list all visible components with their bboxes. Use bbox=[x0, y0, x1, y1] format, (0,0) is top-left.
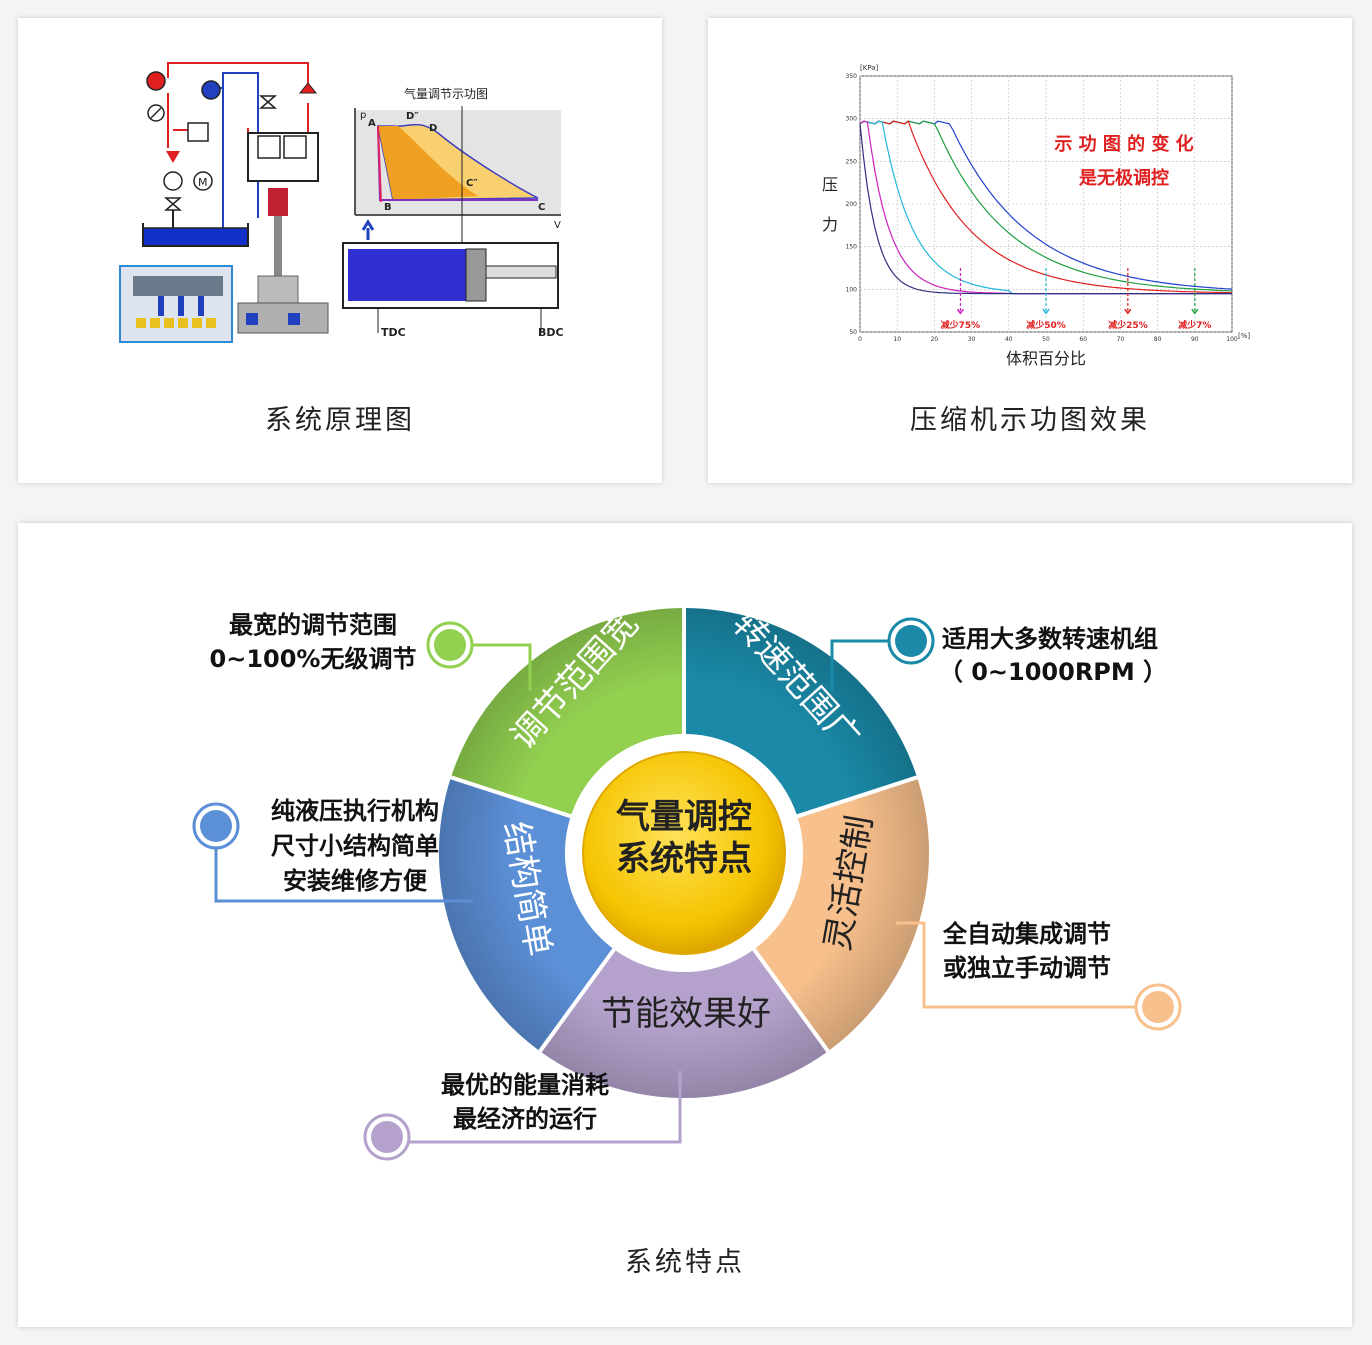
x-tick-label: 0 bbox=[858, 336, 862, 343]
callout-flexible-1: 全自动集成调节 bbox=[942, 920, 1111, 948]
motor-icon bbox=[193, 171, 213, 191]
svg-text:C″: C″ bbox=[466, 178, 478, 189]
reduction-label: 减少25% bbox=[1108, 319, 1148, 331]
schematic-card: M 气量调节示功图 bbox=[18, 18, 662, 483]
reduction-label: 减少75% bbox=[941, 319, 981, 331]
y-tick-label: 300 bbox=[846, 116, 858, 123]
callout-structure-1: 纯液压执行机构 bbox=[271, 797, 439, 825]
actuator-piston bbox=[268, 188, 288, 216]
x-tick-label: 40 bbox=[1005, 336, 1013, 343]
dot-energy bbox=[363, 1113, 411, 1161]
indicator-curve bbox=[859, 120, 1233, 292]
svg-text:D: D bbox=[429, 123, 437, 134]
pressure-regulator bbox=[187, 122, 209, 142]
y-tick-label: 250 bbox=[846, 158, 858, 165]
check-valve-icon bbox=[166, 151, 180, 163]
callout-energy-2: 最经济的运行 bbox=[453, 1105, 597, 1133]
actuator-rod bbox=[274, 216, 282, 276]
reduction-label: 减少7% bbox=[1178, 319, 1211, 331]
gauge-icon bbox=[146, 71, 166, 91]
x-unit: [%] bbox=[1238, 332, 1250, 340]
x-tick-label: 10 bbox=[893, 336, 901, 343]
connector-range bbox=[473, 643, 532, 691]
dot-structure bbox=[192, 802, 240, 850]
schematic-caption: 系统原理图 bbox=[265, 405, 415, 436]
callout-structure-3: 安装维修方便 bbox=[283, 867, 428, 895]
connector-speed bbox=[830, 639, 890, 691]
indicator-ticks: 0 10 20 30 40 50 60 70 80 90 100 350 300 250 200 150 100… bbox=[846, 73, 1238, 343]
pump-icon bbox=[163, 171, 183, 191]
center-disk bbox=[582, 751, 786, 955]
pv-title: 气量调节示功图 bbox=[404, 86, 488, 101]
x-tick-label: 50 bbox=[1042, 336, 1050, 343]
x-tick-label: 70 bbox=[1117, 336, 1125, 343]
x-tick-label: 30 bbox=[968, 336, 976, 343]
center-title-1: 气量调控 bbox=[615, 797, 752, 837]
features-wheel: 气量调控 系统特点 调节范围宽 转速范围广 灵活控制 节能效果好 结构简单 最宽… bbox=[192, 604, 1182, 1161]
dot-flexible bbox=[1134, 983, 1182, 1031]
reduction-label: 减少50% bbox=[1026, 319, 1066, 331]
y-tick-label: 50 bbox=[849, 329, 857, 336]
y-axis-label-top: 压 bbox=[822, 175, 838, 194]
y-unit: [KPa] bbox=[860, 64, 879, 72]
valve-icon bbox=[258, 95, 278, 109]
x-axis-label: 体积百分比 bbox=[1006, 349, 1086, 368]
features-card: 气量调控 系统特点 调节范围宽 转速范围广 灵活控制 节能效果好 结构简单 最宽… bbox=[18, 523, 1352, 1327]
indicator-chart: 0 10 20 30 40 50 60 70 80 90 100 350 300 250 200 150 100… bbox=[822, 64, 1250, 368]
x-tick-label: 80 bbox=[1154, 336, 1162, 343]
dot-range bbox=[426, 621, 474, 669]
svg-text:p: p bbox=[360, 110, 366, 121]
bdc-label: BDC bbox=[538, 326, 564, 339]
callout-speed-2: （ 0~1000RPM ） bbox=[939, 658, 1167, 686]
callout-range-1: 最宽的调节范围 bbox=[229, 611, 397, 639]
indicator-caption: 压缩机示功图效果 bbox=[910, 405, 1150, 436]
x-tick-label: 20 bbox=[931, 336, 939, 343]
y-tick-label: 200 bbox=[846, 201, 858, 208]
schematic-figure: M 气量调节示功图 bbox=[119, 62, 564, 343]
valve-icon bbox=[163, 197, 183, 211]
svg-text:C: C bbox=[538, 202, 545, 213]
y-axis-label-bottom: 力 bbox=[822, 215, 838, 234]
gauge-icon bbox=[201, 80, 221, 100]
oil-tank bbox=[142, 227, 249, 247]
callout-energy-1: 最优的能量消耗 bbox=[441, 1071, 609, 1099]
pv-partial-load-area bbox=[378, 126, 478, 200]
up-arrow-icon bbox=[361, 219, 375, 240]
svg-text:M: M bbox=[198, 176, 208, 189]
x-tick-label: 90 bbox=[1191, 336, 1199, 343]
svg-text:B: B bbox=[384, 202, 392, 213]
y-tick-label: 350 bbox=[846, 73, 858, 80]
note-line-2: 是无极调控 bbox=[1078, 167, 1169, 189]
connector-structure bbox=[214, 848, 473, 903]
svg-text:A: A bbox=[368, 118, 376, 129]
arrow-down-icon bbox=[1191, 308, 1199, 315]
indicator-curves bbox=[859, 120, 1233, 315]
center-title-2: 系统特点 bbox=[616, 839, 752, 879]
arrow-down-icon bbox=[1124, 308, 1132, 315]
svg-text:V: V bbox=[554, 220, 561, 231]
svg-text:D″: D″ bbox=[406, 111, 419, 122]
y-tick-label: 150 bbox=[846, 244, 858, 251]
callout-structure-2: 尺寸小结构简单 bbox=[271, 832, 439, 860]
indicator-card: 0 10 20 30 40 50 60 70 80 90 100 350 300 250 200 150 100… bbox=[708, 18, 1352, 483]
tdc-label: TDC bbox=[381, 326, 406, 339]
relief-valve-icon bbox=[298, 82, 318, 94]
arrow-down-icon bbox=[956, 308, 965, 315]
arrow-down-icon bbox=[1042, 308, 1050, 315]
callout-speed-1: 适用大多数转速机组 bbox=[942, 625, 1158, 653]
callout-range-2: 0~100%无级调节 bbox=[210, 645, 417, 673]
callout-flexible-2: 或独立手动调节 bbox=[943, 954, 1111, 982]
features-caption: 系统特点 bbox=[625, 1247, 745, 1278]
note-line-1: 示 功 图 的 变 化 bbox=[1054, 133, 1193, 155]
connector-energy bbox=[403, 1071, 682, 1144]
connector-flexible bbox=[896, 921, 1136, 1009]
x-tick-label: 60 bbox=[1079, 336, 1087, 343]
y-tick-label: 100 bbox=[846, 286, 858, 293]
x-tick-label: 100 bbox=[1226, 336, 1238, 343]
segment-label-energy: 节能效果好 bbox=[601, 994, 771, 1034]
dot-speed bbox=[887, 617, 935, 665]
